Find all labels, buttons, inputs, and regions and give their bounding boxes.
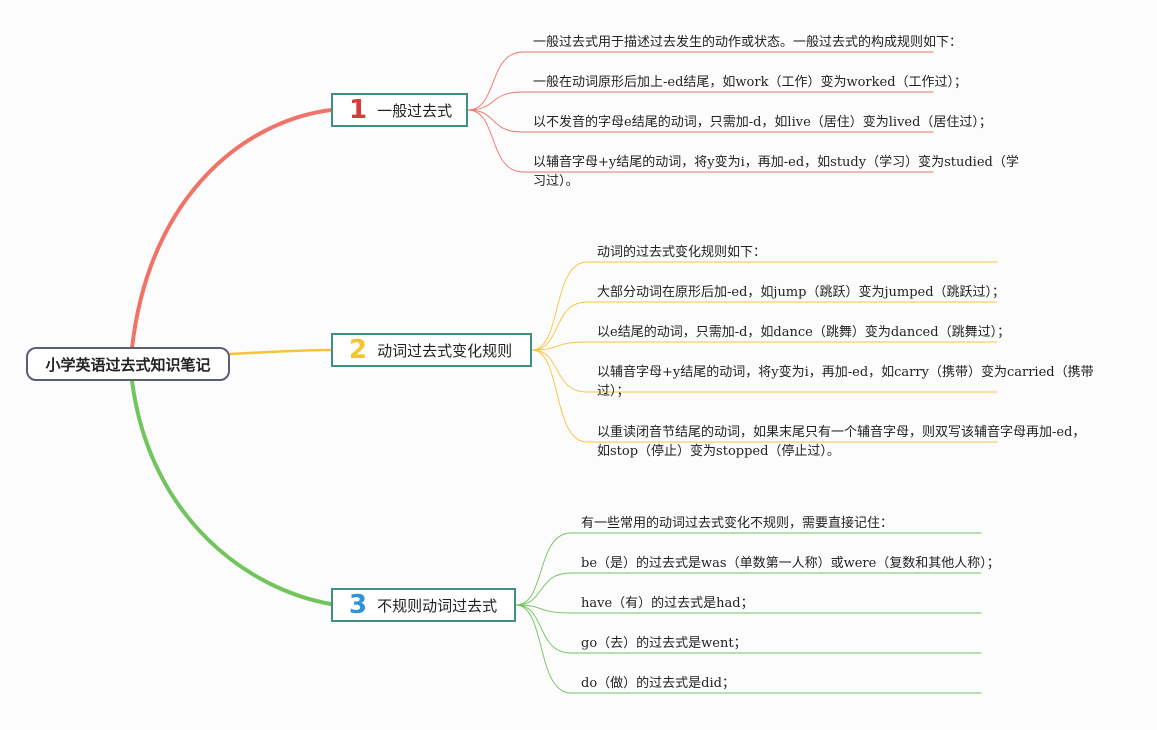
branch-topic-1-label: 一般过去式 (377, 101, 453, 120)
branch-topic-2-label: 动词过去式变化规则 (377, 341, 513, 360)
number-2-icon: 2 (349, 335, 368, 365)
leaf-3-1[interactable]: 有一些常用的动词过去式变化不规则，需要直接记住： (581, 516, 894, 531)
link-branch-1-leaf-3 (467, 109, 934, 133)
leaf-1-4[interactable]: 以辅音字母+y结尾的动词，将y变为i，再加-ed，如study（学习）变为stu… (533, 155, 1019, 189)
link-branch-2-leaf-5 (531, 349, 998, 443)
leaf-2-3[interactable]: 以e结尾的动词，只需加-d，如dance（跳舞）变为danced（跳舞过）； (597, 325, 1011, 340)
link-branch-2-leaf-1 (531, 261, 998, 351)
link-root-branch-2 (228, 348, 333, 356)
link-branch-3-leaf-4 (515, 604, 982, 654)
leaf-1-3[interactable]: 以不发音的字母e结尾的动词，只需加-d，如live（居住）变为lived（居住过… (533, 115, 992, 130)
link-branch-1-leaf-4 (467, 109, 934, 173)
leaf-3-4[interactable]: go（去）的过去式是went； (581, 636, 747, 651)
leaf-1-1[interactable]: 一般过去式用于描述过去发生的动作或状态。一般过去式的构成规则如下： (533, 35, 963, 50)
leaf-2-2[interactable]: 大部分动词在原形后加-ed，如jump（跳跃）变为jumped（跳跃过）； (597, 285, 1006, 300)
link-branch-3-leaf-5 (515, 604, 982, 694)
root-topic[interactable]: 小学英语过去式知识笔记 (26, 347, 230, 381)
branch-topic-2[interactable]: 2 动词过去式变化规则 (331, 333, 532, 367)
root-topic-label: 小学英语过去式知识笔记 (45, 355, 211, 374)
branch-topic-1[interactable]: 1 一般过去式 (331, 93, 468, 127)
link-root-branch-3 (130, 379, 333, 606)
branch-topic-3[interactable]: 3 不规则动词过去式 (331, 588, 516, 622)
link-branch-3-leaf-3 (515, 604, 982, 614)
leaf-3-3[interactable]: have（有）的过去式是had； (581, 596, 754, 611)
link-branch-2-leaf-3 (531, 341, 998, 351)
branch-topic-3-label: 不规则动词过去式 (377, 596, 498, 615)
leaf-3-2[interactable]: be（是）的过去式是was（单数第一人称）或were（复数和其他人称）； (581, 556, 1000, 571)
link-branch-2-leaf-4 (531, 349, 998, 393)
link-root-branch-1 (130, 108, 333, 350)
leaf-1-2[interactable]: 一般在动词原形后加上-ed结尾，如work（工作）变为worked（工作过）； (533, 75, 968, 90)
link-branch-2-leaf-2 (531, 301, 998, 351)
leaf-2-5[interactable]: 以重读闭音节结尾的动词，如果末尾只有一个辅音字母，则双写该辅音字母再加-ed，如… (597, 425, 1086, 459)
link-branch-1-leaf-2 (467, 91, 934, 111)
link-branch-1-leaf-1 (467, 51, 934, 111)
link-branch-3-leaf-1 (515, 532, 982, 606)
link-branch-3-leaf-2 (515, 572, 982, 606)
leaf-3-5[interactable]: do（做）的过去式是did； (581, 676, 735, 691)
leaf-2-4[interactable]: 以辅音字母+y结尾的动词，将y变为i，再加-ed，如carry（携带）变为car… (597, 365, 1094, 399)
number-1-icon: 1 (349, 95, 368, 125)
leaf-2-1[interactable]: 动词的过去式变化规则如下： (597, 245, 767, 260)
number-3-icon: 3 (349, 590, 368, 620)
